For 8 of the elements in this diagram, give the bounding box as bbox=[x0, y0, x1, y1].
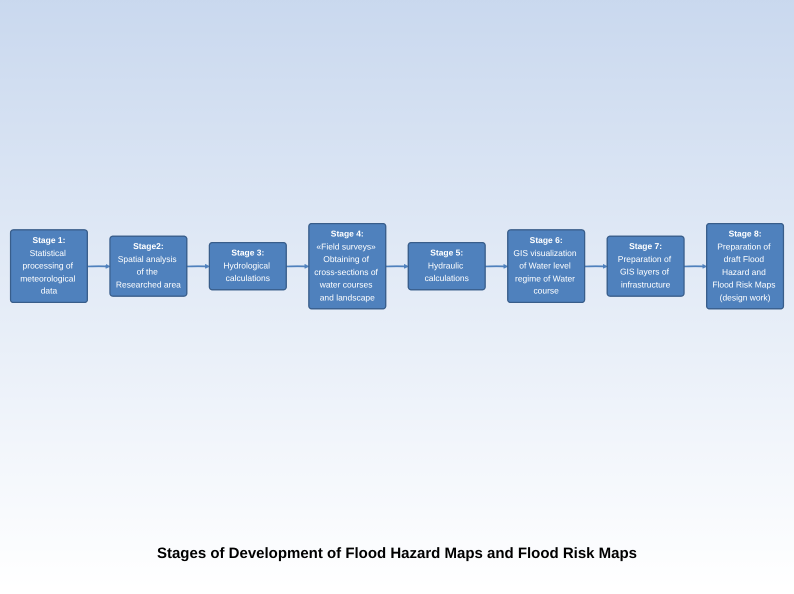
arrow bbox=[684, 264, 708, 269]
arrow bbox=[485, 264, 508, 269]
arrow bbox=[286, 264, 310, 269]
arrow bbox=[187, 264, 210, 269]
arrow bbox=[386, 264, 409, 269]
arrow bbox=[584, 264, 608, 269]
caption: Stages of Development of Flood Hazard Maps and Flood Risk Maps bbox=[156, 545, 638, 562]
arrow bbox=[88, 264, 110, 269]
